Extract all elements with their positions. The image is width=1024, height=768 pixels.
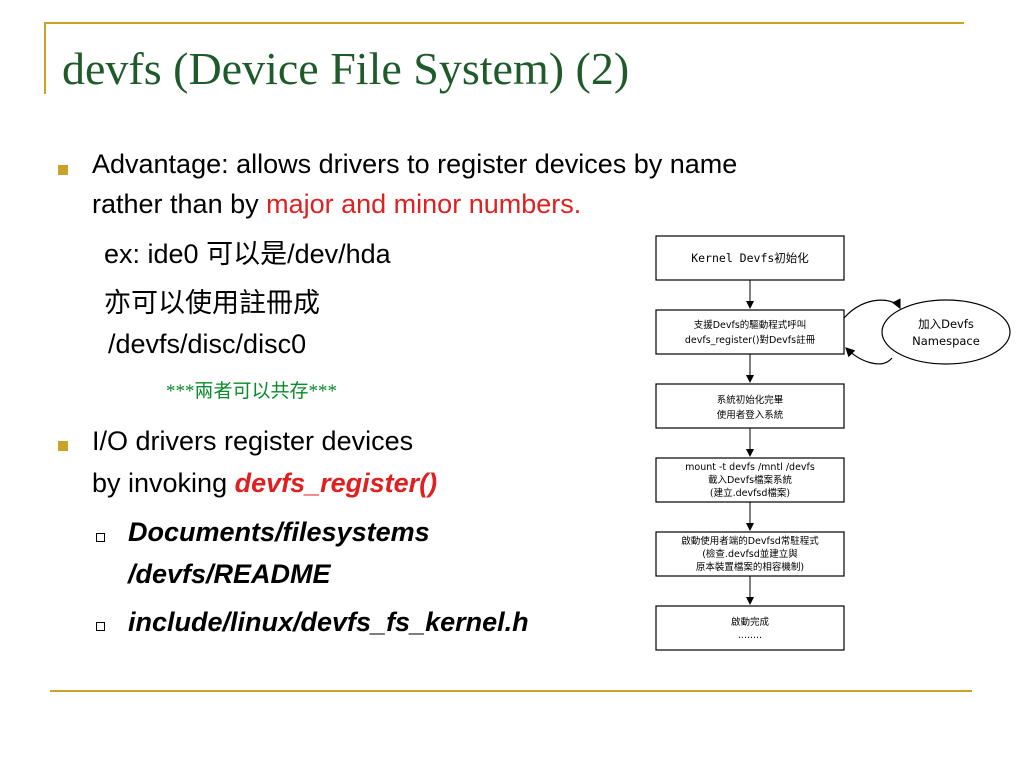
readme-path-line2: /devfs/README [128,559,331,589]
sub-bullet-marker [96,533,105,542]
frame-left-line [44,22,46,94]
bullet1-line1: Advantage: allows drivers to register de… [92,149,738,179]
flow-box-devfsd-line1: 啟動使用者端的Devfsd常駐程式 [681,535,819,547]
devfs-disc-path: /devfs/disc/disc0 [108,329,307,359]
sub-bullet-marker [96,622,105,631]
flow-box-kernel-init [655,235,845,281]
frame-top-line [44,22,964,24]
alt-registration-line: 亦可以使用註冊成 [104,288,320,318]
bullet-marker [58,165,68,175]
flow-box-kernel-init-label: Kernel Devfs初始化 [691,251,809,265]
flow-box-mount-line3: (建立.devfsd檔案) [710,487,790,499]
major-minor-highlight: major and minor numbers. [266,189,582,219]
flow-box-driver-register-line1: 支援Devfs的驅動程式呼叫 [694,319,807,331]
flow-box-mount-line1: mount -t devfs /mntl /devfs [685,462,815,473]
slide-title: devfs (Device File System) (2) [62,43,630,94]
bullet2-line2: by invoking devfs_register() [92,464,437,502]
flow-ellipse-namespace [881,299,1011,365]
flow-ellipse-line2: Namespace [912,334,980,348]
flow-arrow-to-namespace [843,298,901,319]
flow-box-boot-complete-line2: ........ [738,630,762,641]
flow-ellipse-line1: 加入Devfs [918,317,974,331]
devfs-register-function: devfs_register() [234,468,438,498]
flow-box-boot-complete-line1: 啟動完成 [731,616,770,628]
frame-bottom-line [50,690,972,692]
flow-box-devfsd-line3: 原本裝置檔案的相容機制) [696,561,804,573]
readme-path-line1: Documents/filesystems [128,517,430,547]
kernel-header-path: include/linux/devfs_fs_kernel.h [128,607,529,637]
flow-box-devfsd-line2: (檢查.devfsd並建立與 [702,548,798,560]
example-line: ex: ide0 可以是/dev/hda [104,239,391,269]
bullet2-line1: I/O drivers register devices [92,426,414,456]
flow-box-system-ready [655,383,845,429]
flow-box-driver-register-line2: devfs_register()對Devfs註冊 [685,334,816,346]
flow-arrow-from-namespace [845,347,893,365]
devfs-init-flowchart: Kernel Devfs初始化 支援Devfs的驅動程式呼叫 devfs_reg… [655,235,1011,651]
flow-box-system-ready-line1: 系統初始化完畢 [717,394,784,406]
flow-box-boot-complete [655,605,845,651]
flow-box-start-devfsd [655,531,845,577]
bullet1-line2: rather than by major and minor numbers. [92,185,581,223]
flow-box-mount-line2: 載入Devfs檔案系統 [708,474,793,486]
flow-box-driver-register [655,309,845,355]
bullet1-line2-prefix: rather than by [92,189,267,219]
coexist-note: ***兩者可以共存*** [166,381,338,402]
bullet2-line2-prefix: by invoking [92,468,235,498]
flow-box-system-ready-line2: 使用者登入系統 [717,409,784,421]
bullet-marker [58,441,68,451]
